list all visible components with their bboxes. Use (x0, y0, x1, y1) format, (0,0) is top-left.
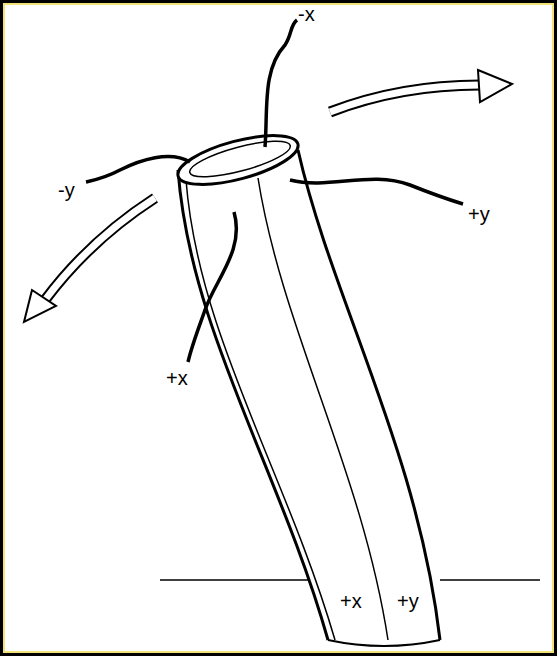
bend-arrow (24, 198, 155, 322)
tube-lumen (187, 134, 294, 184)
wire-label: +y (468, 204, 490, 224)
side-label: +x (340, 591, 362, 611)
label-holder: +y (397, 591, 419, 611)
wire (86, 157, 190, 182)
label-holder: +x (340, 591, 362, 611)
frame-inner (4, 4, 553, 652)
wire-label: -y (58, 180, 75, 200)
tube-edge (186, 180, 335, 640)
tube-divider (258, 178, 388, 640)
label-holder: +x (166, 368, 188, 388)
tube-base (328, 640, 440, 646)
label-holder: -x (298, 4, 315, 24)
bend-arrow (330, 70, 512, 112)
tube-edge (178, 170, 328, 640)
side-label: +y (397, 591, 419, 611)
ground-line (160, 579, 326, 581)
wire-label: -x (298, 4, 315, 24)
wire-label: +x (166, 368, 188, 388)
wire (265, 20, 297, 147)
label-holder: +y (468, 204, 490, 224)
tube-body (178, 150, 440, 640)
label-holder: -y (58, 180, 75, 200)
wire (188, 212, 236, 362)
wire (290, 179, 463, 204)
tube-rim (173, 126, 303, 195)
ground-line (440, 579, 540, 581)
